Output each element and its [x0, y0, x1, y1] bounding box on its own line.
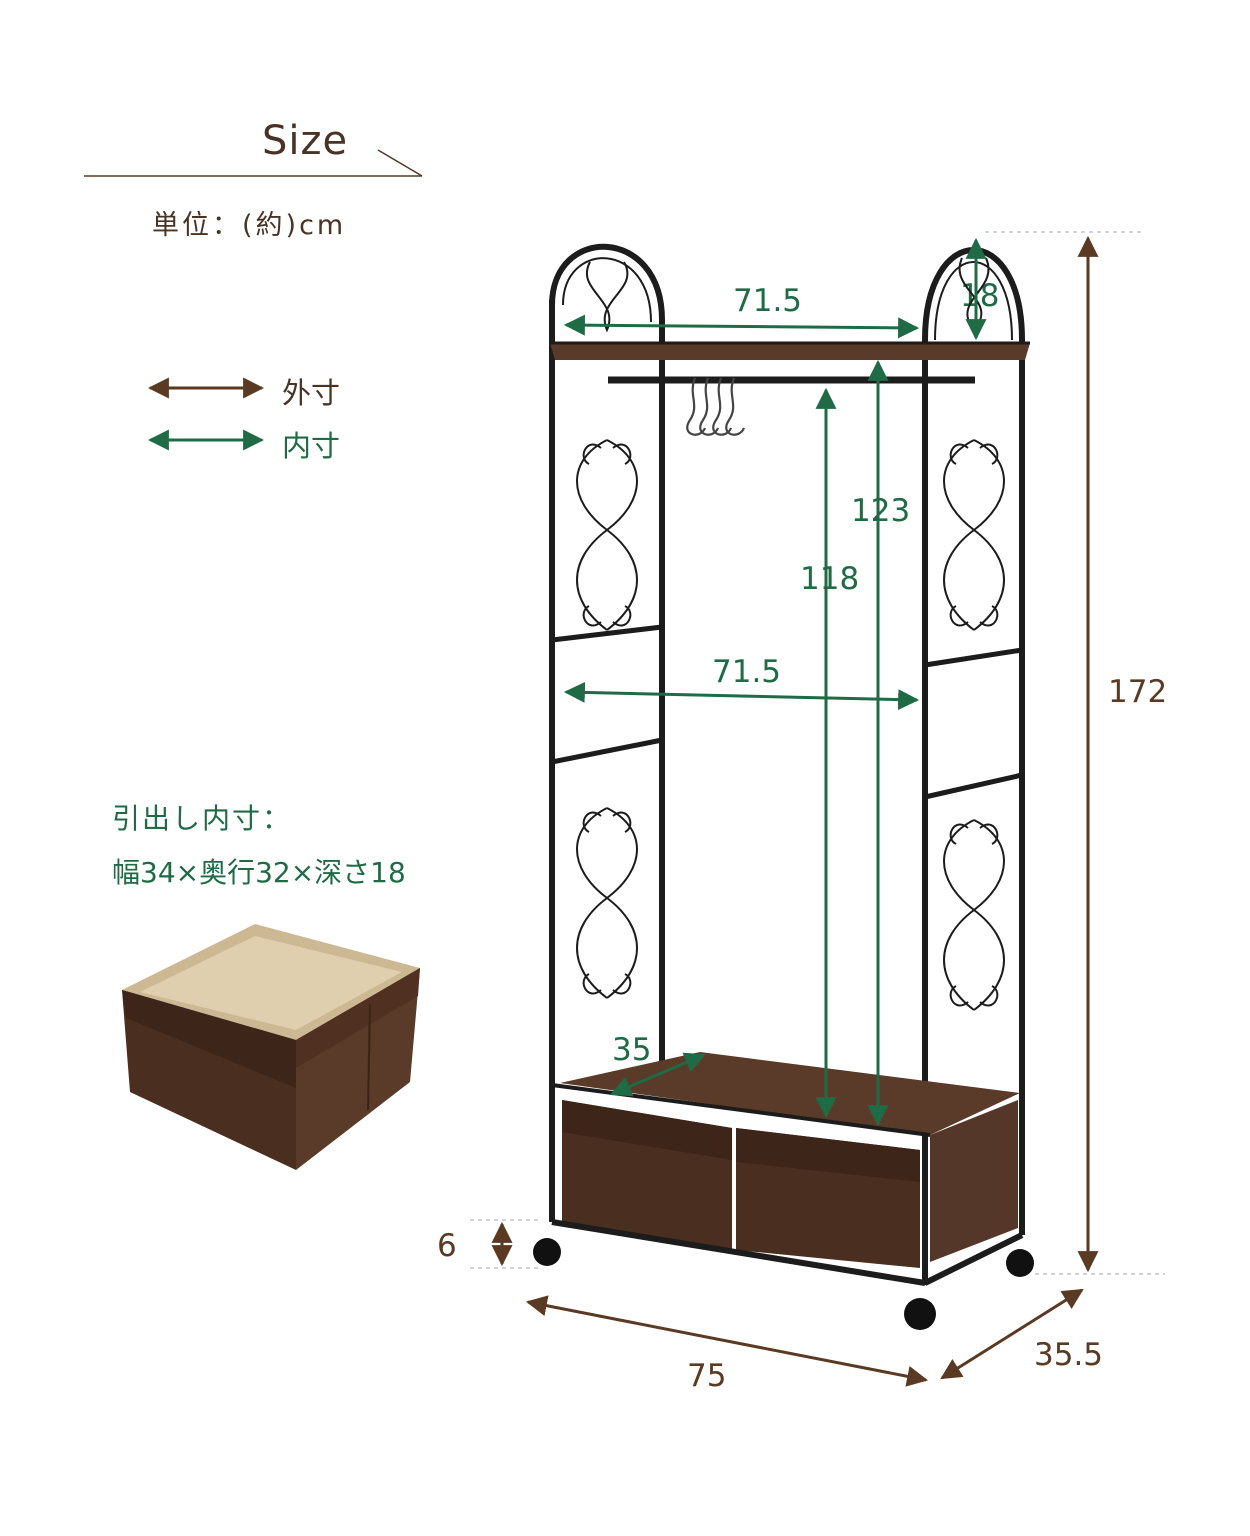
- total-width-arrow: [525, 1295, 929, 1387]
- base-depth-arrow: [610, 1052, 706, 1097]
- top-inner-width-arrow: [563, 314, 920, 339]
- total-depth-arrow: [940, 1288, 1084, 1380]
- drawer-inner-title: 引出し内寸：: [112, 802, 293, 835]
- legend-inner-label: 内寸: [282, 429, 341, 463]
- drawer-inner-dimensions: 幅34×奥行32×深さ18: [112, 856, 406, 889]
- mid-inner-width-arrow: [563, 681, 920, 711]
- title-underline-tick: [377, 149, 423, 177]
- total-height-label: 172: [1108, 674, 1168, 710]
- top-inner-width-label: 71.5: [733, 283, 803, 319]
- page-title: Size: [262, 118, 349, 164]
- drawer-box-illustration: [122, 924, 420, 1170]
- hanger-rack-illustration: [533, 243, 1034, 1330]
- unit-note: 単位：(約)cm: [152, 210, 347, 241]
- legend-outer-label: 外寸: [282, 376, 341, 410]
- caster-height-label: 6: [437, 1228, 457, 1264]
